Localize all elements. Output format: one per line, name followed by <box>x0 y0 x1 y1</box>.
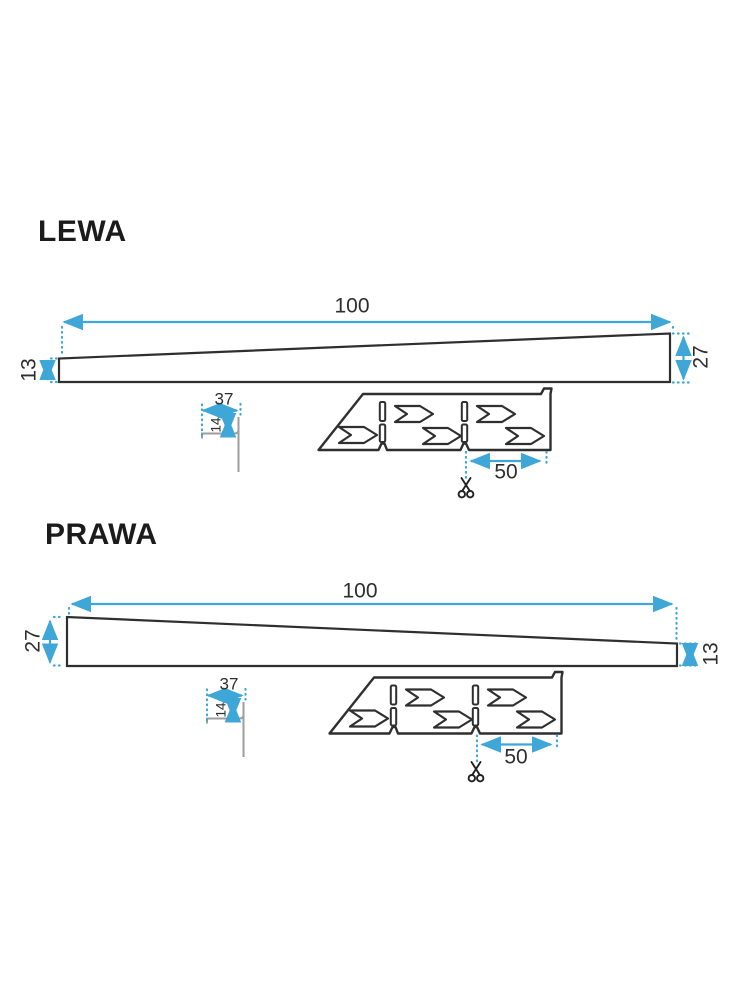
prawa-right-height-dim-label: 13 <box>699 642 723 666</box>
lewa-profile-outline <box>57 332 672 384</box>
prawa-end-cross-section <box>207 689 246 757</box>
lewa-end-cross-section <box>202 404 241 472</box>
lewa-cut-offset-dim-label: 50 <box>494 460 518 484</box>
prawa-cut-offset-dim-label: 50 <box>504 745 528 769</box>
lewa-dimension-lines <box>39 313 692 384</box>
section-title-lewa: LEWA <box>38 215 127 248</box>
lewa-right-height-dim-label: 27 <box>689 345 713 369</box>
prawa-perforated-strip <box>330 672 563 734</box>
lewa-left-height-dim-label: 13 <box>17 358 41 382</box>
lewa-length-dim-label: 100 <box>334 294 370 318</box>
prawa-left-height-dim-label: 27 <box>21 629 45 653</box>
scissors-icon <box>457 477 475 499</box>
lewa-flange-drop-dim-label: 14 <box>208 417 224 433</box>
prawa-dimension-lines <box>41 595 699 667</box>
scissors-icon <box>467 761 485 783</box>
prawa-profile-outline <box>65 615 679 668</box>
prawa-flange-drop-dim-label: 14 <box>213 702 229 718</box>
lewa-perforated-strip <box>319 389 552 451</box>
lewa-flange-width-dim-label: 37 <box>214 389 234 409</box>
section-title-prawa: PRAWA <box>45 518 158 551</box>
lewa-cut-dimension <box>464 450 548 480</box>
prawa-flange-width-dim-label: 37 <box>219 674 239 694</box>
prawa-cut-dimension <box>475 734 559 764</box>
prawa-length-dim-label: 100 <box>342 579 378 603</box>
